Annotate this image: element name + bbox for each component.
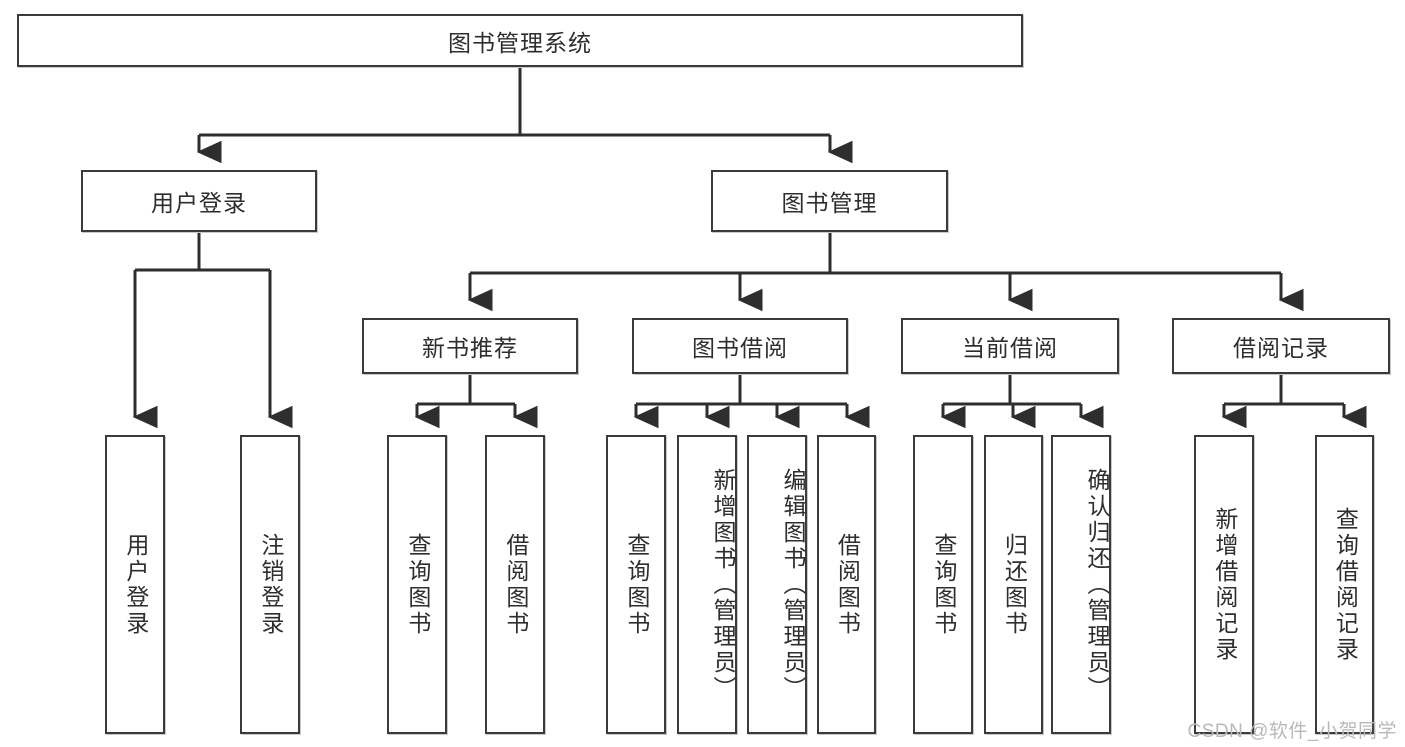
node-root[interactable]: 图书管理系统 bbox=[17, 14, 1023, 67]
node-leaf-borrow-book-label: 借阅图书 bbox=[834, 532, 861, 637]
node-leaf-add-book-admin-label: 新增图书（管理员） bbox=[710, 467, 736, 702]
node-leaf-add-borrow-record-label: 新增借阅记录 bbox=[1211, 506, 1238, 663]
node-leaf-query-book[interactable]: 查询图书 bbox=[606, 435, 666, 734]
node-leaf-borrow-book[interactable]: 借阅图书 bbox=[817, 435, 876, 734]
node-borrow-records[interactable]: 借阅记录 bbox=[1172, 318, 1390, 374]
node-leaf-user-login[interactable]: 用户登录 bbox=[105, 435, 165, 734]
node-leaf-confirm-return-admin[interactable]: 确认归还（管理员） bbox=[1051, 435, 1111, 734]
node-leaf-query-book-recommend[interactable]: 查询图书 bbox=[387, 435, 447, 734]
node-leaf-return-book[interactable]: 归还图书 bbox=[984, 435, 1043, 734]
node-leaf-edit-book-admin[interactable]: 编辑图书（管理员） bbox=[747, 435, 807, 734]
node-current-borrow-label: 当前借阅 bbox=[962, 335, 1058, 361]
node-new-book-recommend-label: 新书推荐 bbox=[422, 335, 518, 361]
node-current-borrow[interactable]: 当前借阅 bbox=[901, 318, 1119, 374]
node-leaf-query-book-label: 查询图书 bbox=[623, 532, 650, 637]
node-leaf-borrow-book-recommend-label: 借阅图书 bbox=[502, 532, 529, 637]
node-leaf-edit-book-admin-label: 编辑图书（管理员） bbox=[780, 467, 806, 702]
node-leaf-add-borrow-record[interactable]: 新增借阅记录 bbox=[1194, 435, 1254, 734]
node-leaf-borrow-book-recommend[interactable]: 借阅图书 bbox=[485, 435, 545, 734]
node-leaf-query-book-recommend-label: 查询图书 bbox=[404, 532, 431, 637]
node-user-login[interactable]: 用户登录 bbox=[81, 170, 317, 232]
node-book-borrow-label: 图书借阅 bbox=[692, 335, 788, 361]
node-borrow-records-label: 借阅记录 bbox=[1233, 335, 1329, 361]
node-leaf-query-book-current[interactable]: 查询图书 bbox=[913, 435, 973, 734]
node-leaf-query-borrow-record-label: 查询借阅记录 bbox=[1332, 506, 1359, 663]
node-book-management[interactable]: 图书管理 bbox=[711, 170, 948, 232]
node-leaf-logout[interactable]: 注销登录 bbox=[240, 435, 300, 734]
node-user-login-label: 用户登录 bbox=[151, 190, 247, 216]
node-leaf-query-borrow-record[interactable]: 查询借阅记录 bbox=[1315, 435, 1374, 734]
node-leaf-confirm-return-admin-label: 确认归还（管理员） bbox=[1084, 467, 1110, 702]
node-leaf-query-book-current-label: 查询图书 bbox=[930, 532, 957, 637]
node-leaf-logout-label: 注销登录 bbox=[257, 532, 284, 637]
node-leaf-return-book-label: 归还图书 bbox=[1001, 532, 1028, 637]
node-book-borrow[interactable]: 图书借阅 bbox=[632, 318, 848, 374]
watermark-text: CSDN @软件_小贺同学 bbox=[1187, 721, 1397, 742]
node-leaf-add-book-admin[interactable]: 新增图书（管理员） bbox=[677, 435, 737, 734]
node-new-book-recommend[interactable]: 新书推荐 bbox=[362, 318, 578, 374]
node-leaf-user-login-label: 用户登录 bbox=[122, 532, 149, 637]
node-book-management-label: 图书管理 bbox=[781, 190, 878, 216]
node-root-label: 图书管理系统 bbox=[448, 29, 592, 56]
